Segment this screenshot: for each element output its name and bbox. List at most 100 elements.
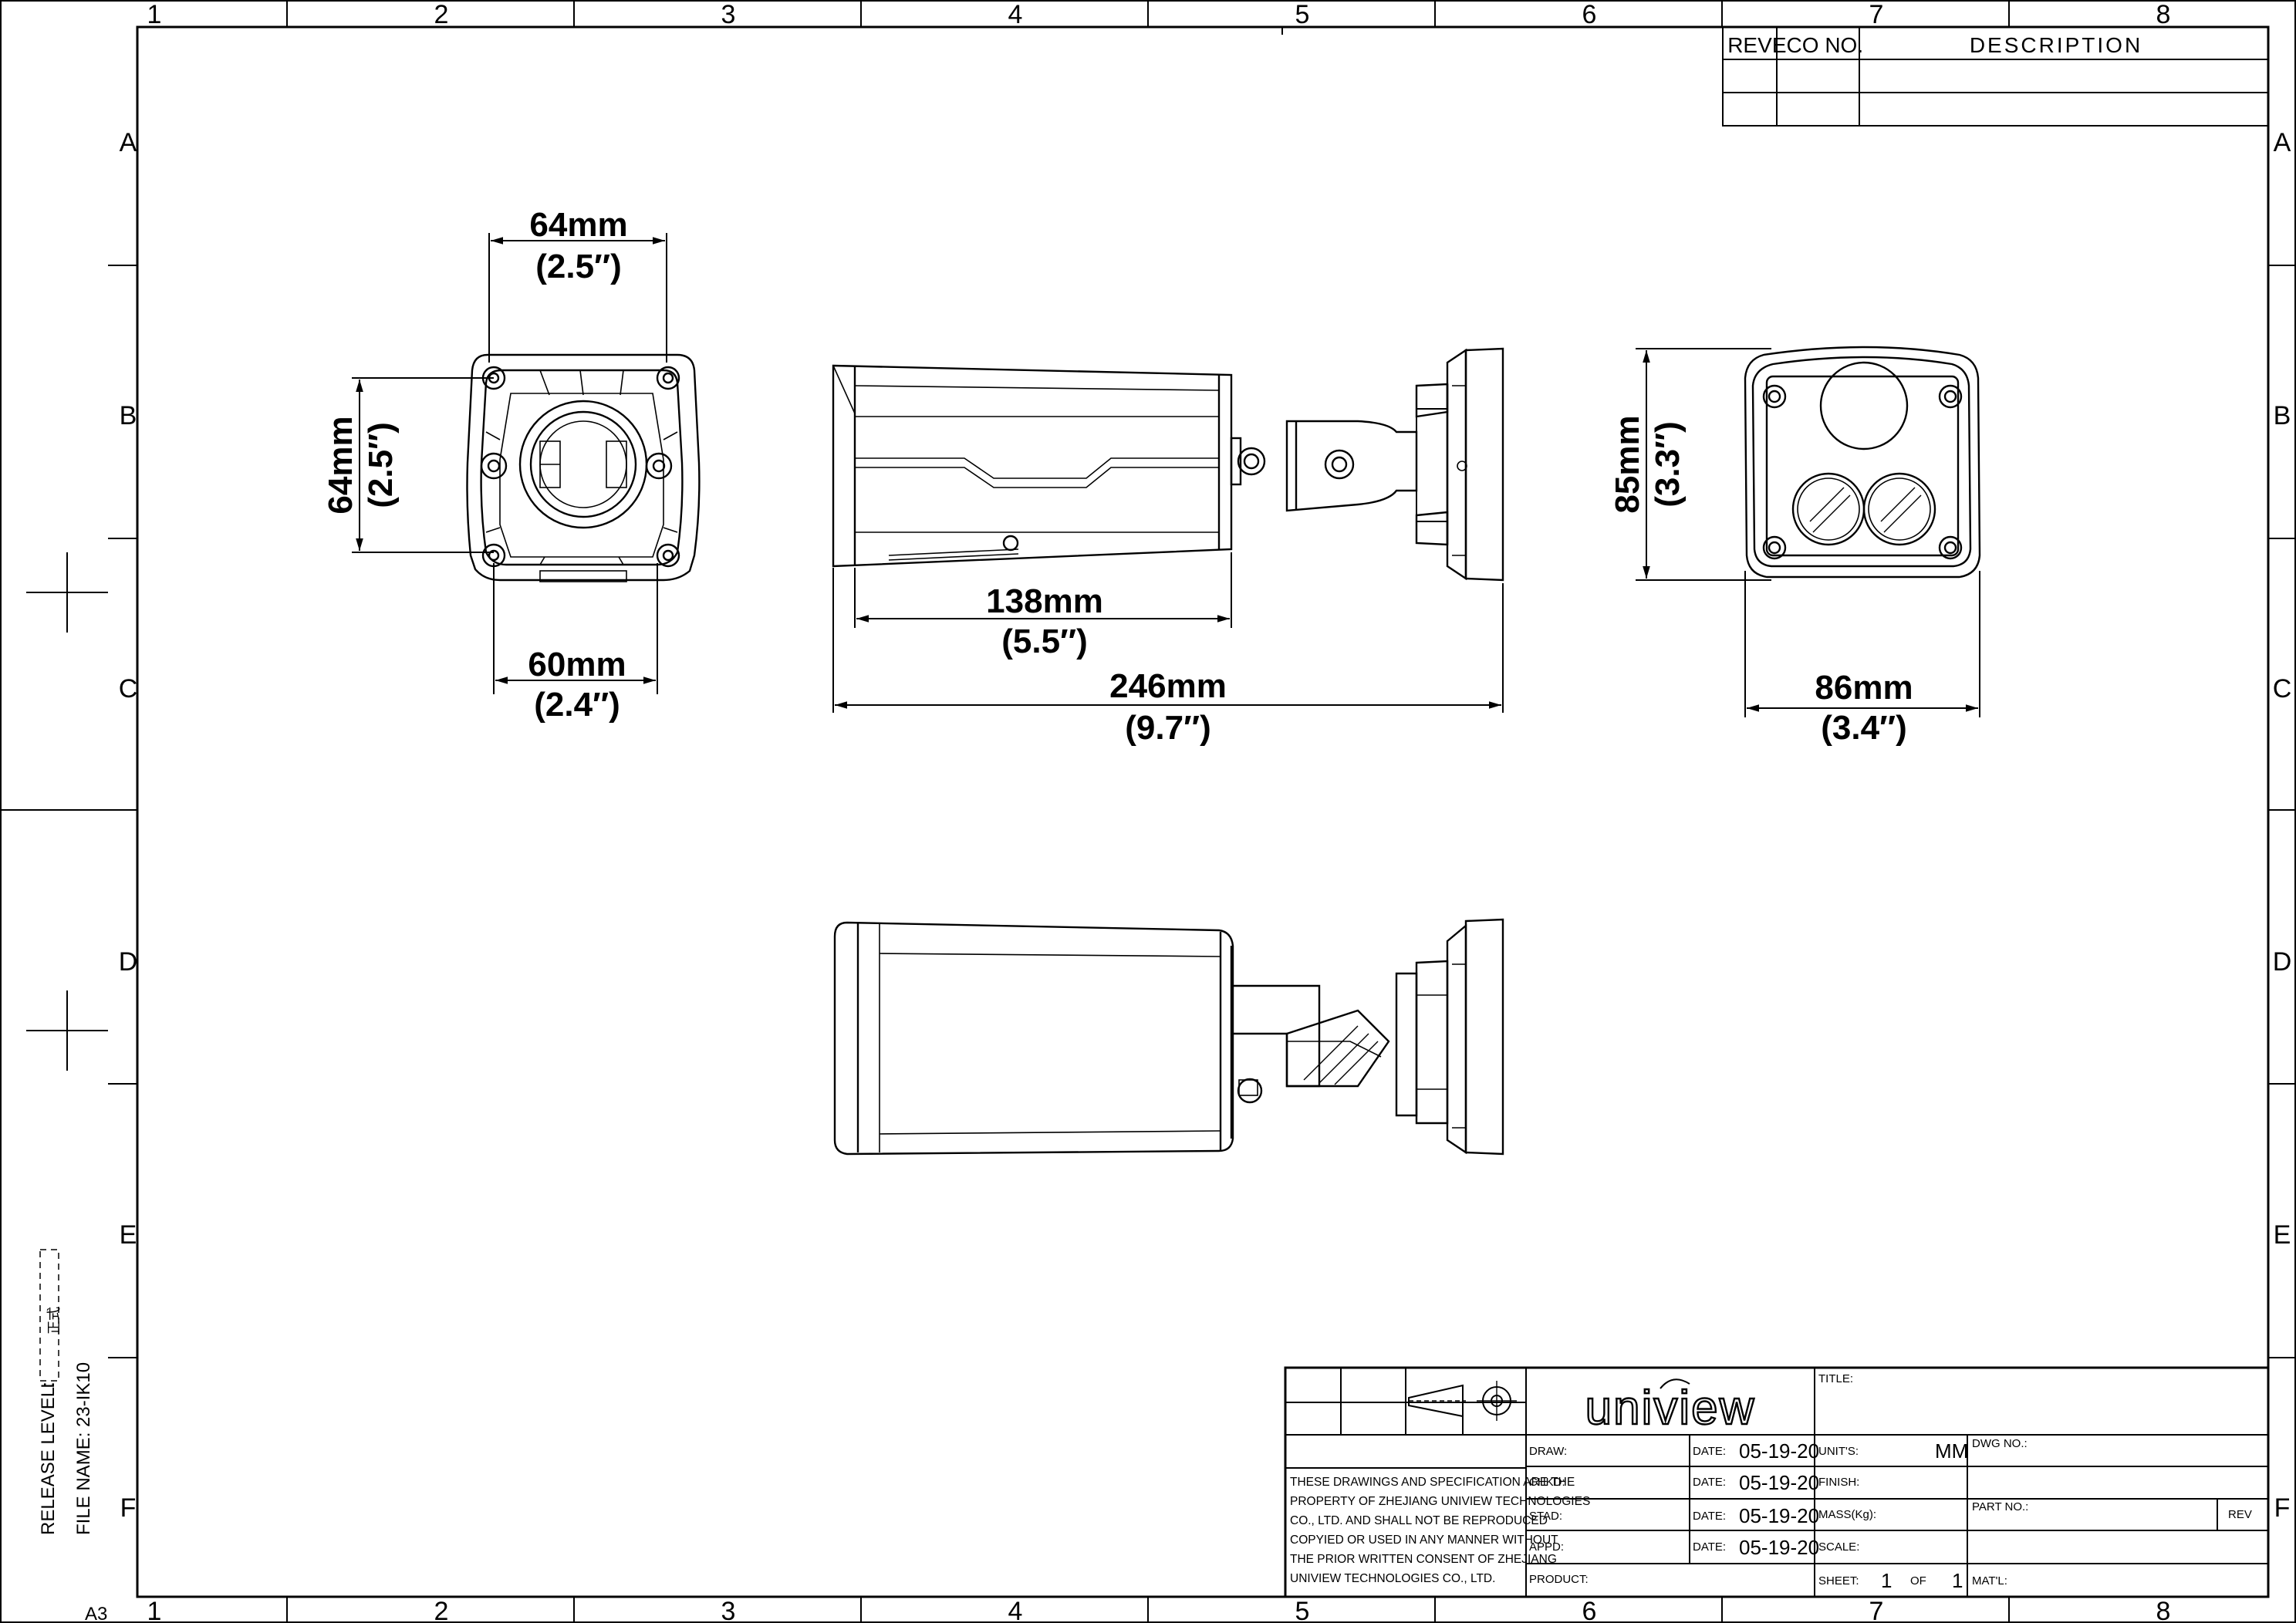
dim-rear-width-metric: 64mm — [529, 206, 627, 244]
units-value: MM — [1935, 1439, 1968, 1463]
col-label-top-3: 3 — [721, 0, 736, 29]
row-label-right-f: F — [2274, 1493, 2291, 1523]
projection-symbol-icon — [1408, 1381, 1517, 1421]
dimension-lines — [352, 233, 1980, 717]
row-label-left-c: C — [119, 674, 138, 704]
finish-label: FINISH: — [1818, 1476, 1859, 1489]
matl-label: MAT'L: — [1972, 1574, 2007, 1588]
col-label-top-2: 2 — [434, 0, 449, 29]
svg-text:UNIVIEW TECHNOLOGIES CO., LTD.: UNIVIEW TECHNOLOGIES CO., LTD. — [1290, 1572, 1495, 1585]
svg-text:PROPERTY OF ZHEJIANG UNIVIEW T: PROPERTY OF ZHEJIANG UNIVIEW TECHNOLOGIE… — [1290, 1495, 1590, 1508]
units-label: UNIT'S: — [1818, 1445, 1859, 1458]
dim-front-width-metric: 86mm — [1815, 669, 1913, 707]
date-stad-value: 05-19-20 — [1739, 1504, 1819, 1527]
zone-labels: 1 2 3 4 5 6 7 8 1 2 3 4 5 6 7 8 A B C D … — [85, 0, 2291, 1623]
col-label-bottom-4: 4 — [1008, 1597, 1023, 1623]
col-label-bottom-3: 3 — [721, 1597, 736, 1623]
col-label-top-7: 7 — [1869, 0, 1884, 29]
appd-label: APPD: — [1529, 1540, 1564, 1554]
dim-rear-height-metric: 64mm — [322, 416, 360, 514]
col-label-bottom-6: 6 — [1582, 1597, 1597, 1623]
revision-table: REV ECO NO. DESCRIPTION — [1722, 26, 2269, 127]
col-label-bottom-8: 8 — [2156, 1597, 2171, 1623]
date-label-draw: DATE: — [1693, 1445, 1726, 1458]
col-label-top-1: 1 — [147, 0, 162, 29]
mass-label: MASS(Kg): — [1818, 1508, 1876, 1521]
col-label-top-4: 4 — [1008, 0, 1023, 29]
col-label-bottom-1: 1 — [147, 1597, 162, 1623]
row-label-right-c: C — [2273, 674, 2292, 704]
part-no-label: PART NO.: — [1972, 1500, 2028, 1513]
rear-view — [466, 353, 701, 582]
release-level-value: I — [38, 1383, 59, 1388]
col-label-top-5: 5 — [1295, 0, 1310, 29]
description-header: DESCRIPTION — [1970, 33, 2142, 57]
col-label-top-6: 6 — [1582, 0, 1597, 29]
dimension-texts: 64mm (2.5″) 64mm (2.5″) 60mm (2.4″) 138m… — [322, 206, 1913, 747]
svg-text:CO., LTD. AND SHALL NOT BE REP: CO., LTD. AND SHALL NOT BE REPRODUCED — [1290, 1514, 1548, 1527]
col-label-bottom-5: 5 — [1295, 1597, 1310, 1623]
sheet-label: SHEET: — [1818, 1574, 1859, 1588]
scale-label: SCALE: — [1818, 1540, 1859, 1554]
date-label-chkd: DATE: — [1693, 1476, 1726, 1489]
svg-text:THESE DRAWINGS AND SPECIFICATI: THESE DRAWINGS AND SPECIFICATION ARE THE — [1290, 1476, 1575, 1489]
dim-front-height-imperial: (3.3″) — [1649, 421, 1687, 508]
row-label-right-e: E — [2274, 1220, 2291, 1250]
dim-rear-base-metric: 60mm — [528, 646, 626, 683]
dim-front-width-imperial: (3.4″) — [1821, 709, 1907, 747]
sheet-size-label: A3 — [85, 1604, 107, 1623]
release-level-label: RELEASE LEVEL: — [38, 1382, 59, 1535]
proprietary-notice: THESE DRAWINGS AND SPECIFICATION ARE THE… — [1290, 1476, 1590, 1585]
sheet-of: OF — [1910, 1574, 1926, 1588]
row-label-right-a: A — [2274, 128, 2291, 157]
row-label-left-a: A — [120, 128, 137, 157]
date-appd-value: 05-19-20 — [1739, 1536, 1819, 1559]
dim-body-length-imperial: (5.5″) — [1001, 623, 1088, 660]
date-label-appd: DATE: — [1693, 1540, 1726, 1554]
uniview-logo-text: uniview — [1585, 1382, 1756, 1435]
file-name-value: 23-IK10 — [73, 1362, 94, 1427]
dim-front-height-metric: 85mm — [1609, 415, 1646, 513]
svg-text:COPYIED OR USED IN ANY MANNER: COPYIED OR USED IN ANY MANNER WITHOUT — [1290, 1534, 1558, 1547]
stad-label: STAD: — [1529, 1510, 1562, 1523]
dim-body-length-metric: 138mm — [986, 582, 1103, 620]
dim-rear-height-imperial: (2.5″) — [362, 422, 400, 508]
row-label-right-d: D — [2273, 947, 2292, 977]
title-block: uniview THESE DRAWINGS AND SPECIFICATION… — [1284, 1366, 2270, 1598]
col-label-top-8: 8 — [2156, 0, 2171, 29]
dim-rear-width-imperial: (2.5″) — [535, 248, 622, 285]
dim-rear-base-imperial: (2.4″) — [534, 686, 620, 724]
sheet-total-value: 1 — [1952, 1569, 1963, 1592]
date-draw-value: 05-19-20 — [1739, 1439, 1819, 1463]
row-label-left-f: F — [120, 1493, 137, 1523]
side-view-bottom — [833, 918, 1504, 1156]
product-label: PRODUCT: — [1529, 1573, 1589, 1586]
front-view — [1744, 346, 1981, 579]
date-chkd-value: 05-19-20 — [1739, 1471, 1819, 1494]
release-stamp: 正式 — [46, 1307, 62, 1335]
file-name-label: FILE NAME: — [73, 1432, 94, 1535]
eco-header: ECO NO. — [1772, 33, 1863, 57]
svg-text:THE PRIOR WRITTEN CONSENT OF Z: THE PRIOR WRITTEN CONSENT OF ZHEJIANG — [1290, 1553, 1557, 1566]
rev-header: REV — [1727, 33, 1772, 57]
uniview-logo: uniview — [1584, 1378, 1756, 1436]
row-label-left-b: B — [120, 401, 137, 430]
dwg-no-label: DWG NO.: — [1972, 1437, 2028, 1450]
title-label: TITLE: — [1818, 1372, 1853, 1385]
chkd-label: CHKD: — [1529, 1476, 1565, 1489]
draw-label: DRAW: — [1529, 1445, 1567, 1458]
sheet-num-value: 1 — [1881, 1569, 1892, 1592]
row-label-right-b: B — [2274, 401, 2291, 430]
col-label-bottom-7: 7 — [1869, 1597, 1884, 1623]
dim-overall-length-imperial: (9.7″) — [1125, 709, 1211, 747]
rev-label: REV — [2228, 1508, 2252, 1521]
date-label-stad: DATE: — [1693, 1510, 1726, 1523]
side-view-top — [832, 347, 1504, 582]
row-label-left-d: D — [119, 947, 138, 977]
dim-overall-length-metric: 246mm — [1109, 667, 1227, 705]
side-info: RELEASE LEVEL: I 正式 FILE NAME: 23-IK10 — [38, 1249, 94, 1535]
row-label-left-e: E — [120, 1220, 137, 1250]
col-label-bottom-2: 2 — [434, 1597, 449, 1623]
